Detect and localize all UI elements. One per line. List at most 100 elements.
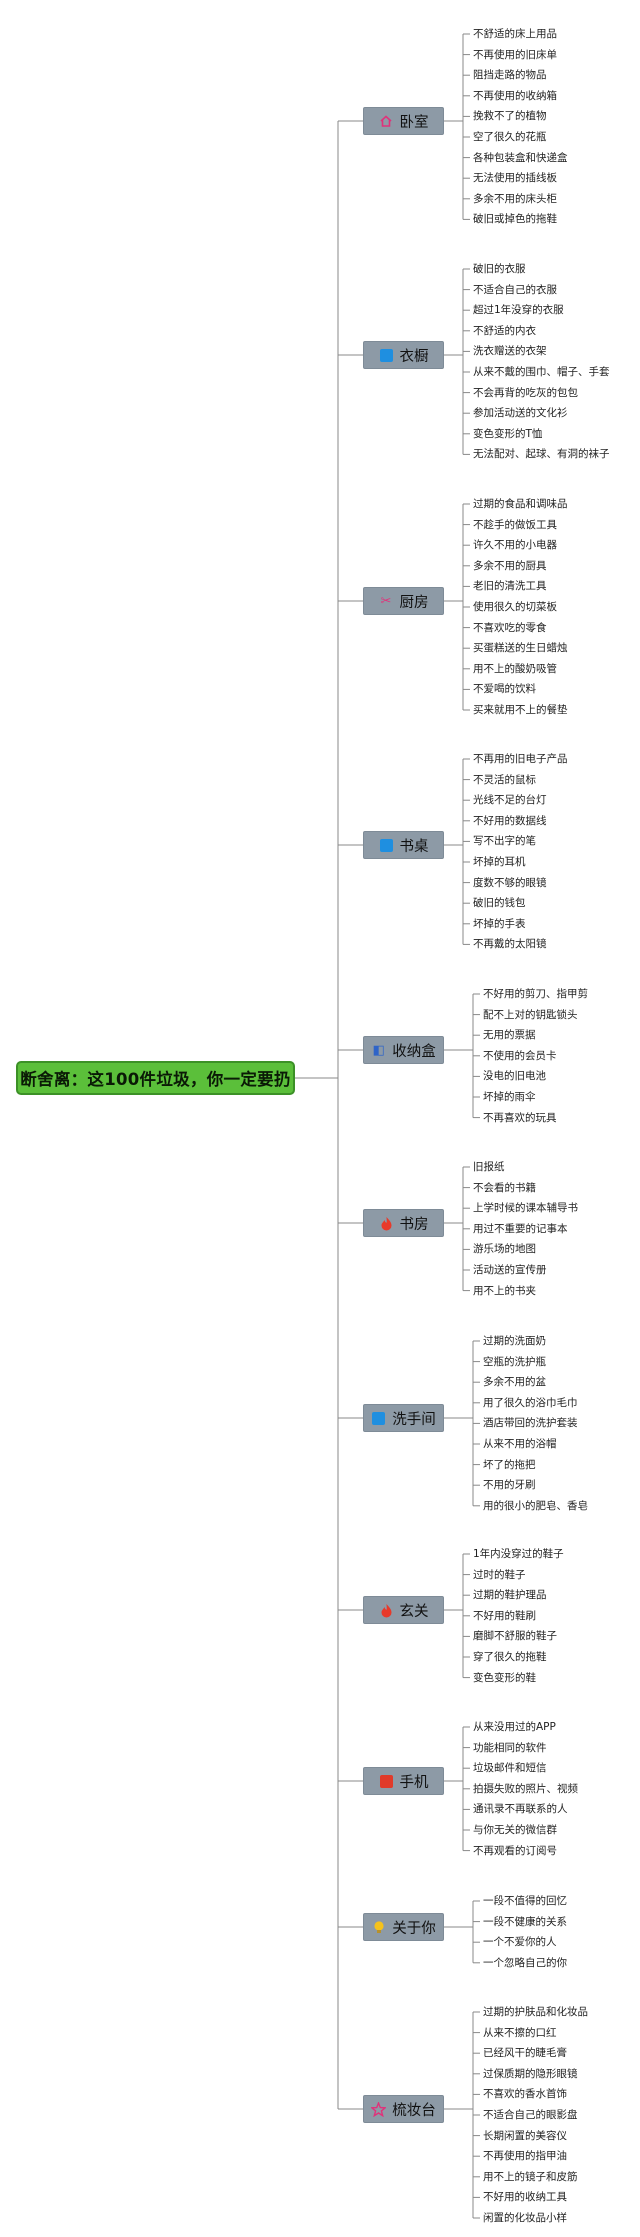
list-item: 不好用的收纳工具 (483, 2191, 567, 2204)
list-item: 一段不健康的关系 (483, 1915, 567, 1928)
list-item: 坏了的拖把 (483, 1458, 536, 1471)
list-item: 一个忽略自己的你 (483, 1956, 567, 1969)
box-icon: ◧ (372, 1042, 385, 1058)
blue-square-icon (371, 1411, 386, 1426)
category-6-label: 书房 (399, 1216, 429, 1233)
list-item: 多余不用的床头柜 (473, 192, 557, 205)
list-item: 超过1年没穿的衣服 (473, 304, 564, 317)
list-item: 不舒适的床上用品 (473, 28, 557, 40)
list-item: 不灵活的鼠标 (473, 773, 536, 786)
list-item: 过保质期的隐形眼镜 (483, 2067, 578, 2080)
list-item: 游乐场的地图 (473, 1243, 536, 1256)
category-7-node: 洗手间 (363, 1404, 444, 1432)
fire-icon (379, 1603, 394, 1618)
list-item: 拍摄失败的照片、视频 (473, 1782, 578, 1795)
list-item: 酒店带回的洗护套装 (483, 1417, 578, 1430)
list-item: 不用的牙刷 (483, 1479, 536, 1492)
list-item: 无法配对、起球、有洞的袜子 (473, 448, 610, 461)
list-item: 不爱喝的饮料 (473, 683, 536, 696)
list-item: 无法使用的插线板 (473, 172, 557, 185)
list-item: 买蛋糕送的生日蜡烛 (473, 642, 568, 655)
list-item: 不舒适的内衣 (473, 324, 536, 337)
list-item: 不好用的剪刀、指甲剪 (483, 988, 588, 1000)
list-item: 多余不用的盆 (483, 1376, 546, 1389)
list-item: 不喜欢吃的零食 (473, 621, 547, 634)
house-icon (379, 114, 394, 129)
category-7-label: 洗手间 (392, 1411, 436, 1428)
list-item: 各种包装盒和快递盒 (473, 151, 568, 164)
category-10-label: 关于你 (392, 1920, 436, 1937)
list-item: 坏掉的手表 (473, 917, 526, 930)
list-item: 过期的食品和调味品 (473, 498, 568, 510)
list-item: 通讯录不再联系的人 (473, 1803, 568, 1816)
list-item: 写不出字的笔 (473, 835, 536, 848)
list-item: 使用很久的切菜板 (473, 601, 557, 613)
list-item: 不再使用的指甲油 (483, 2150, 567, 2163)
list-item: 过时的鞋子 (473, 1568, 526, 1581)
category-3-node: ✂厨房 (363, 587, 444, 615)
list-item: 破旧的钱包 (473, 897, 526, 910)
list-item: 不好用的数据线 (473, 814, 547, 827)
list-item: 不使用的会员卡 (483, 1049, 557, 1062)
list-item: 洗衣赠送的衣架 (473, 345, 547, 358)
list-item: 从来不戴的围巾、帽子、手套 (473, 366, 610, 378)
list-item: 从来不用的浴帽 (483, 1438, 557, 1450)
category-10-node: 关于你 (363, 1913, 444, 1941)
list-item: 不适合自己的衣服 (473, 283, 557, 296)
list-item: 参加活动送的文化衫 (473, 407, 568, 420)
list-item: 闲置的化妆品小样 (483, 2212, 567, 2224)
utensils-icon: ✂ (380, 593, 392, 609)
list-item: 一个不爱你的人 (483, 1936, 557, 1949)
list-item: 垃圾邮件和短信 (473, 1762, 547, 1775)
list-item: 不趁手的做饭工具 (473, 518, 557, 531)
category-5-node: ◧收纳盒 (363, 1036, 444, 1064)
category-9-node: 手机 (363, 1767, 444, 1795)
list-item: 不再使用的收纳箱 (473, 89, 557, 102)
list-item: 从来没用过的APP (473, 1721, 556, 1733)
category-2-node: 衣橱 (363, 341, 444, 369)
category-4-node: 书桌 (363, 831, 444, 859)
list-item: 从来不擦的口红 (483, 2026, 557, 2039)
list-item: 不会看的书籍 (473, 1181, 536, 1194)
list-item: 空瓶的洗护瓶 (483, 1355, 546, 1368)
list-item: 上学时候的课本辅导书 (473, 1202, 578, 1215)
list-item: 破旧或掉色的拖鞋 (473, 213, 557, 226)
list-item: 穿了很久的拖鞋 (473, 1651, 547, 1663)
list-item: 用不上的酸奶吸管 (473, 662, 557, 675)
list-item: 变色变形的T恤 (473, 427, 543, 440)
list-item: 与你无关的微信群 (473, 1824, 557, 1836)
list-item: 过期的护肤品和化妆品 (483, 2006, 588, 2018)
list-item: 已经风干的睫毛膏 (483, 2047, 567, 2060)
list-item: 过期的洗面奶 (483, 1335, 546, 1347)
list-item: 旧报纸 (473, 1161, 505, 1173)
list-item: 不会再背的吃灰的包包 (473, 386, 578, 399)
list-item: 活动送的宣传册 (473, 1264, 547, 1276)
list-item: 没电的旧电池 (483, 1070, 546, 1083)
list-item: 不再观看的订阅号 (473, 1844, 557, 1857)
category-11-node: 梳妆台 (363, 2095, 444, 2123)
list-item: 用了很久的浴巾毛巾 (483, 1396, 578, 1409)
list-item: 坏掉的耳机 (473, 856, 526, 868)
list-item: 1年内没穿过的鞋子 (473, 1548, 564, 1560)
list-item: 不再用的旧电子产品 (473, 753, 568, 765)
star-icon (371, 2101, 387, 2117)
list-item: 长期闲置的美容仪 (483, 2129, 567, 2142)
list-item: 多余不用的厨具 (473, 559, 547, 572)
list-item: 不再戴的太阳镜 (473, 938, 547, 951)
blue-square-icon (379, 838, 394, 853)
list-item: 不再喜欢的玩具 (483, 1111, 557, 1124)
list-item: 变色变形的鞋 (473, 1671, 536, 1684)
list-item: 空了很久的花瓶 (473, 131, 547, 143)
list-item: 用不上的书夹 (473, 1284, 536, 1297)
root-node-title: 断舍离：这100件垃圾，你一定要扔 (16, 1061, 295, 1095)
blue-square-icon (379, 348, 394, 363)
bulb-icon (371, 1920, 386, 1935)
category-8-node: 玄关 (363, 1596, 444, 1624)
list-item: 阻挡走路的物品 (473, 69, 547, 82)
list-item: 用不上的镜子和皮筋 (483, 2170, 578, 2183)
list-item: 无用的票据 (483, 1029, 536, 1042)
list-item: 不再使用的旧床单 (473, 48, 557, 61)
list-item: 许久不用的小电器 (473, 539, 557, 552)
